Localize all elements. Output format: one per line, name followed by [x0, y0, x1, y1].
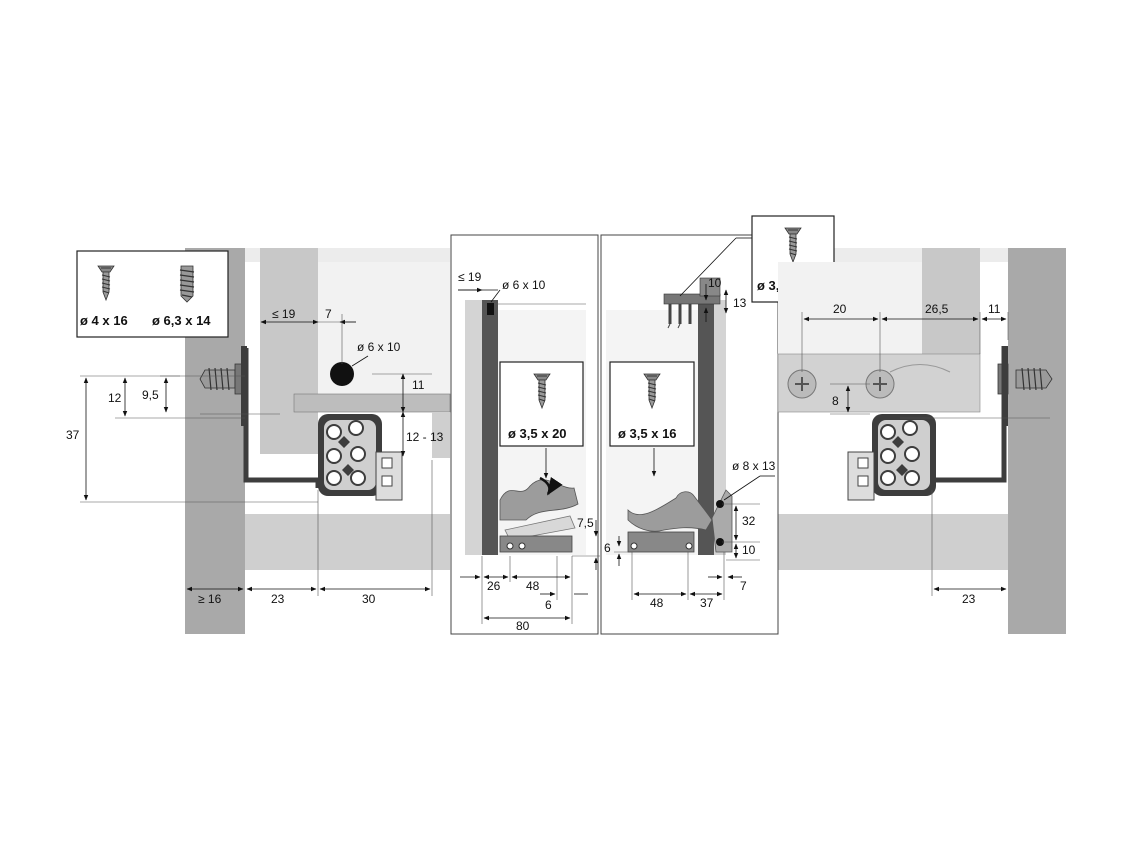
- cabinet-wall-right: [1008, 248, 1066, 634]
- locking-device-b: [627, 489, 733, 553]
- runner-clip-left: [375, 451, 403, 501]
- dowel-top-a: [487, 303, 494, 315]
- dim-6-right: 6: [604, 541, 611, 555]
- screw-label-center-right: ø 3,5 x 16: [618, 426, 677, 441]
- dim-37-right: 37: [700, 596, 714, 610]
- drawer-side-dark-a: [482, 300, 498, 555]
- label-dowel-8x13: ø 8 x 13: [732, 459, 776, 473]
- dim-9-5: 9,5: [142, 388, 159, 402]
- dim-32: 32: [742, 514, 756, 528]
- dim-23-right: 23: [962, 592, 976, 606]
- dim-10-right: 10: [742, 543, 756, 557]
- drawer-side-dark-b: [698, 300, 714, 555]
- dowel-left: [330, 362, 354, 386]
- drawer-front-light-a: [465, 300, 482, 555]
- front-fixing-bracket-b: [663, 277, 721, 329]
- label-dowel-6x10-center: ø 6 x 10: [502, 278, 546, 292]
- dim-12-13: 12 - 13: [406, 430, 444, 444]
- dim-13-top: 13: [733, 296, 747, 310]
- dim-le19-center: ≤ 19: [458, 270, 482, 284]
- dim-11: 11: [412, 378, 425, 392]
- dim-30: 30: [362, 592, 376, 606]
- screw-icon: [179, 265, 195, 303]
- runner-clip-right: [847, 451, 875, 501]
- dim-7-5: 7,5: [577, 516, 594, 530]
- drawer-bottom-board-left: [293, 393, 451, 413]
- dim-37: 37: [66, 428, 80, 442]
- label-dowel-6x10-left: ø 6 x 10: [357, 340, 401, 354]
- screw-box-left: [76, 250, 229, 338]
- dim-48-right: 48: [650, 596, 664, 610]
- dim-12: 12: [108, 391, 122, 405]
- dim-48-center: 48: [526, 579, 540, 593]
- screw-label-6-3x14: ø 6,3 x 14: [152, 313, 211, 328]
- screw-label-center-left: ø 3,5 x 20: [508, 426, 567, 441]
- dim-11-right: 11: [988, 302, 1001, 316]
- bottom-strip-right: [778, 514, 1008, 570]
- dim-20: 20: [833, 302, 847, 316]
- bracket-plate-left: [241, 346, 247, 426]
- fixing-plate-right: [787, 364, 951, 399]
- dim-26: 26: [487, 579, 501, 593]
- bottom-strip-left: [245, 514, 450, 570]
- dim-7-top: 7: [325, 307, 332, 321]
- dim-ge16: ≥ 16: [198, 592, 222, 606]
- dim-80: 80: [516, 619, 530, 633]
- drawer-front-light-b: [714, 300, 726, 555]
- dim-7-right: 7: [740, 579, 747, 593]
- dim-8: 8: [832, 394, 839, 408]
- screw-label-4x16: ø 4 x 16: [80, 313, 128, 328]
- dim-26-5: 26,5: [925, 302, 949, 316]
- curved-arrow-icon: [539, 476, 563, 496]
- dim-23-left: 23: [271, 592, 285, 606]
- drawer-bottom-under-left: [432, 412, 450, 458]
- runner-profile-right: [871, 413, 937, 497]
- drawer-side-panel-left: [260, 248, 318, 454]
- dim-10-top: 10: [708, 276, 722, 290]
- drawer-side-panel-right: [922, 248, 980, 354]
- dim-le19-left: ≤ 19: [272, 307, 296, 321]
- dim-6-center: 6: [545, 598, 552, 612]
- drawer-panel-light-right: [778, 262, 922, 354]
- runner-profile-left: [317, 413, 383, 497]
